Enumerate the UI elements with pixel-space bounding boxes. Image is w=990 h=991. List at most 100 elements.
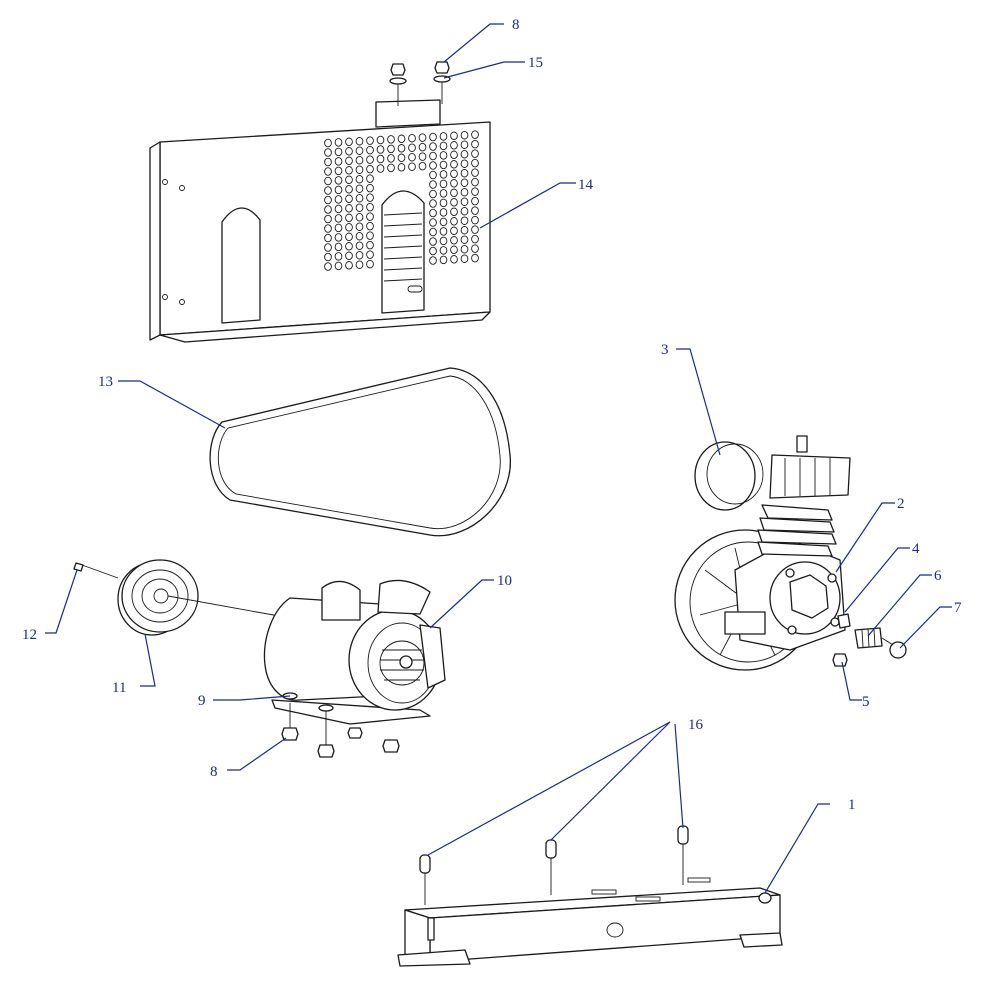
v-belt bbox=[209, 367, 511, 537]
vent-hole bbox=[471, 158, 479, 168]
top-bolts-and-washers bbox=[389, 61, 451, 106]
vent-hole bbox=[439, 208, 448, 217]
callout-8-bottom: 8 bbox=[210, 764, 218, 780]
vent-hole bbox=[408, 133, 416, 143]
vent-hole bbox=[324, 243, 332, 252]
vent-hole bbox=[471, 187, 479, 196]
vent-hole bbox=[429, 142, 437, 151]
vent-hole bbox=[471, 244, 479, 253]
vent-hole bbox=[334, 166, 343, 176]
vent-hole bbox=[471, 206, 479, 215]
vent-hole bbox=[471, 177, 479, 187]
vent-hole bbox=[450, 217, 458, 226]
vent-hole bbox=[439, 236, 448, 246]
vent-hole bbox=[408, 162, 416, 171]
vent-hole bbox=[471, 168, 479, 177]
callout-1: 1 bbox=[848, 797, 856, 813]
vent-hole bbox=[439, 227, 448, 236]
vent-hole bbox=[471, 196, 479, 206]
vent-hole bbox=[471, 253, 479, 263]
vent-hole bbox=[324, 195, 332, 205]
vent-hole bbox=[324, 205, 332, 214]
vent-hole bbox=[471, 225, 479, 234]
callout-8-top: 8 bbox=[512, 17, 520, 33]
vent-hole bbox=[334, 233, 343, 242]
vent-hole bbox=[366, 202, 374, 212]
vent-hole bbox=[429, 151, 437, 161]
vent-hole bbox=[418, 133, 427, 142]
vent-hole bbox=[460, 178, 469, 187]
vent-hole bbox=[376, 154, 385, 164]
vent-hole bbox=[429, 199, 437, 208]
vent-hole bbox=[460, 159, 469, 168]
vent-hole bbox=[334, 147, 343, 157]
callout-14: 14 bbox=[578, 177, 594, 193]
vent-hole bbox=[324, 214, 332, 224]
vent-hole bbox=[345, 261, 353, 270]
vent-hole bbox=[334, 252, 343, 261]
vent-hole bbox=[355, 250, 364, 260]
vent-hole bbox=[471, 215, 479, 225]
vent-hole bbox=[460, 235, 469, 244]
vent-hole bbox=[345, 147, 353, 156]
vent-hole bbox=[460, 244, 469, 254]
vent-hole bbox=[324, 262, 332, 271]
vent-hole bbox=[324, 252, 332, 262]
vent-hole bbox=[460, 130, 469, 140]
vent-hole bbox=[439, 170, 448, 179]
vent-hole bbox=[439, 160, 448, 170]
vent-hole bbox=[345, 137, 353, 147]
base-frame bbox=[397, 825, 783, 967]
vent-hole bbox=[334, 261, 343, 271]
vent-hole-grid bbox=[324, 130, 479, 271]
vent-hole bbox=[429, 208, 437, 218]
vent-hole bbox=[324, 176, 332, 186]
vent-hole bbox=[471, 234, 479, 244]
callout-7: 7 bbox=[954, 600, 962, 616]
vent-hole bbox=[355, 260, 364, 269]
vent-hole bbox=[450, 226, 458, 236]
vent-hole bbox=[355, 155, 364, 165]
belt-guard bbox=[149, 99, 491, 343]
vent-hole bbox=[334, 138, 343, 147]
vent-hole bbox=[345, 194, 353, 204]
vent-hole bbox=[355, 241, 364, 250]
vent-hole bbox=[366, 212, 374, 221]
vent-hole bbox=[366, 231, 374, 240]
callout-10: 10 bbox=[497, 573, 512, 589]
vent-hole bbox=[366, 155, 374, 164]
callout-labels: 8 15 14 13 3 2 4 6 7 5 10 9 8 12 11 1 16 bbox=[22, 17, 962, 813]
vent-hole bbox=[376, 145, 385, 154]
vent-hole bbox=[366, 174, 374, 183]
vent-hole bbox=[345, 204, 353, 213]
vent-hole bbox=[418, 152, 427, 161]
vent-hole bbox=[439, 217, 448, 227]
vent-hole bbox=[334, 214, 343, 223]
compressor-pump bbox=[674, 435, 907, 671]
vent-hole bbox=[429, 246, 437, 256]
vent-hole bbox=[408, 152, 416, 162]
vent-hole bbox=[397, 163, 406, 172]
vent-hole bbox=[334, 185, 343, 195]
vent-hole bbox=[345, 242, 353, 251]
vent-hole bbox=[334, 223, 343, 233]
vent-hole bbox=[345, 251, 353, 261]
callout-6: 6 bbox=[934, 568, 942, 584]
vent-hole bbox=[355, 231, 364, 241]
vent-hole bbox=[439, 189, 448, 198]
vent-hole bbox=[450, 150, 458, 160]
vent-hole bbox=[334, 204, 343, 214]
vent-hole bbox=[460, 254, 469, 263]
vent-hole bbox=[366, 136, 374, 145]
vent-hole bbox=[439, 255, 448, 265]
callout-4: 4 bbox=[912, 541, 920, 557]
vent-hole bbox=[366, 221, 374, 231]
vent-hole bbox=[439, 246, 448, 255]
vent-hole bbox=[355, 146, 364, 155]
vent-hole bbox=[397, 153, 406, 163]
vent-hole bbox=[429, 218, 437, 227]
vent-hole bbox=[345, 232, 353, 242]
vent-hole bbox=[387, 144, 395, 154]
vent-hole bbox=[450, 188, 458, 198]
vent-hole bbox=[429, 256, 437, 265]
